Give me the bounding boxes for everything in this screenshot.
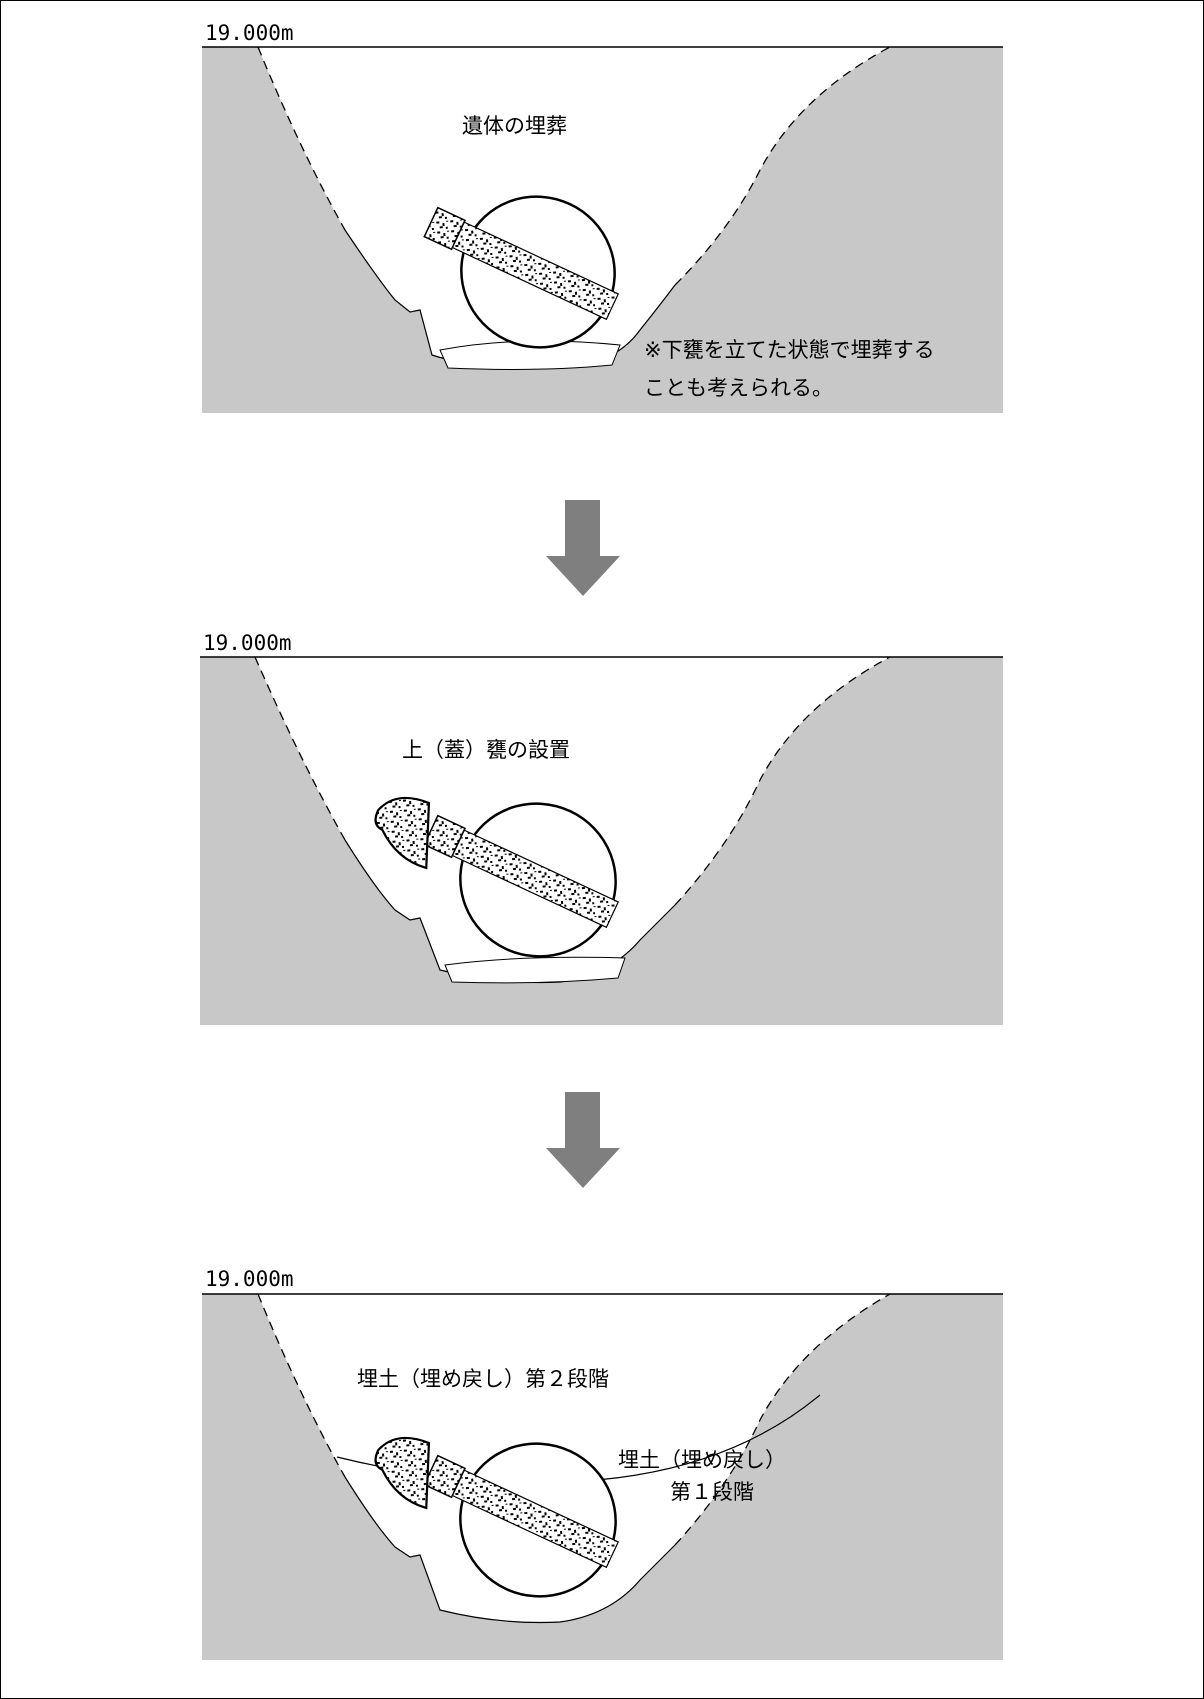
fill-stage-1-label-line-1: 埋土（埋め戻し） bbox=[618, 1448, 786, 1472]
lower-jar bbox=[423, 802, 620, 958]
stage-title: 上（蓋）甕の設置 bbox=[402, 738, 570, 762]
fill-stage-1-label-line-2: 第１段階 bbox=[670, 1480, 754, 1504]
panel-3: 19.000m 埋土（埋め戻し）第２段階 埋土（埋め戻し） 第１段階 bbox=[202, 1267, 1003, 1660]
panel-1: 19.000m 遺体の埋葬 ※下甕を立てた状態で埋葬する ことも考えられる。 bbox=[202, 21, 1003, 413]
lower-jar bbox=[423, 1442, 620, 1598]
elevation-label: 19.000m bbox=[205, 1267, 294, 1291]
upper-lid-jar bbox=[374, 1436, 431, 1510]
pit-outline bbox=[344, 1476, 676, 1624]
elevation-label: 19.000m bbox=[205, 21, 294, 45]
ground-section bbox=[202, 47, 1003, 413]
ground-section bbox=[202, 1294, 1003, 1660]
excavation-limit-left bbox=[257, 46, 346, 231]
ground-section bbox=[200, 657, 1003, 1025]
pit-floor-layer bbox=[439, 340, 621, 370]
note-line-2: ことも考えられる。 bbox=[644, 376, 833, 400]
down-arrow-icon bbox=[546, 1092, 620, 1188]
upper-lid-jar bbox=[374, 796, 431, 870]
stage-title: 埋土（埋め戻し）第２段階 bbox=[357, 1367, 609, 1391]
note-line-1: ※下甕を立てた状態で埋葬する bbox=[644, 338, 935, 362]
panel-2: 19.000m 上（蓋）甕の設置 bbox=[200, 631, 1003, 1025]
lower-jar bbox=[423, 195, 620, 349]
excavation-limit-left bbox=[257, 1293, 346, 1478]
elevation-label: 19.000m bbox=[203, 631, 292, 655]
stage-title: 遺体の埋葬 bbox=[462, 114, 567, 138]
excavation-limit-right bbox=[674, 1293, 891, 1546]
pit-floor-layer bbox=[444, 956, 626, 984]
excavation-limit-left bbox=[254, 656, 346, 841]
excavation-limit-right bbox=[674, 46, 891, 286]
down-arrow-icon bbox=[546, 500, 620, 596]
excavation-limit-right bbox=[674, 656, 891, 906]
